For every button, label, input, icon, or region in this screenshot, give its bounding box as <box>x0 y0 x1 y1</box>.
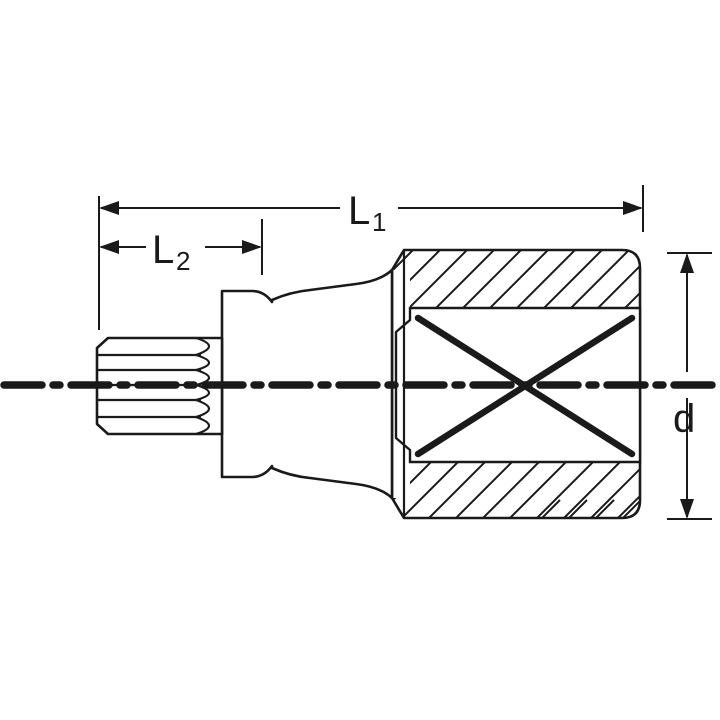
tool-geometry <box>95 248 642 520</box>
dim-d-arrow-top <box>680 253 694 273</box>
dim-l2-subscript: 2 <box>176 246 190 276</box>
dim-l2-label: L <box>152 228 174 272</box>
socket-body <box>390 248 642 520</box>
dim-l1-label: L <box>348 189 370 233</box>
dim-l1-arrow-right <box>623 201 643 215</box>
dim-l2-arrow-right <box>242 240 262 254</box>
dim-l2-arrow-left <box>99 240 119 254</box>
dim-l1-subscript: 1 <box>372 207 386 237</box>
dimension-l2: L 2 <box>99 228 262 276</box>
dimension-l1: L 1 <box>99 189 643 237</box>
dim-d-arrow-bottom <box>680 499 694 519</box>
dim-l1-arrow-left <box>99 201 119 215</box>
dim-d-label: d <box>673 397 695 441</box>
dimension-annotations: L 1 L 2 d <box>98 185 712 520</box>
spline-tooth-profile <box>194 336 211 436</box>
dimension-d: d <box>673 253 695 519</box>
